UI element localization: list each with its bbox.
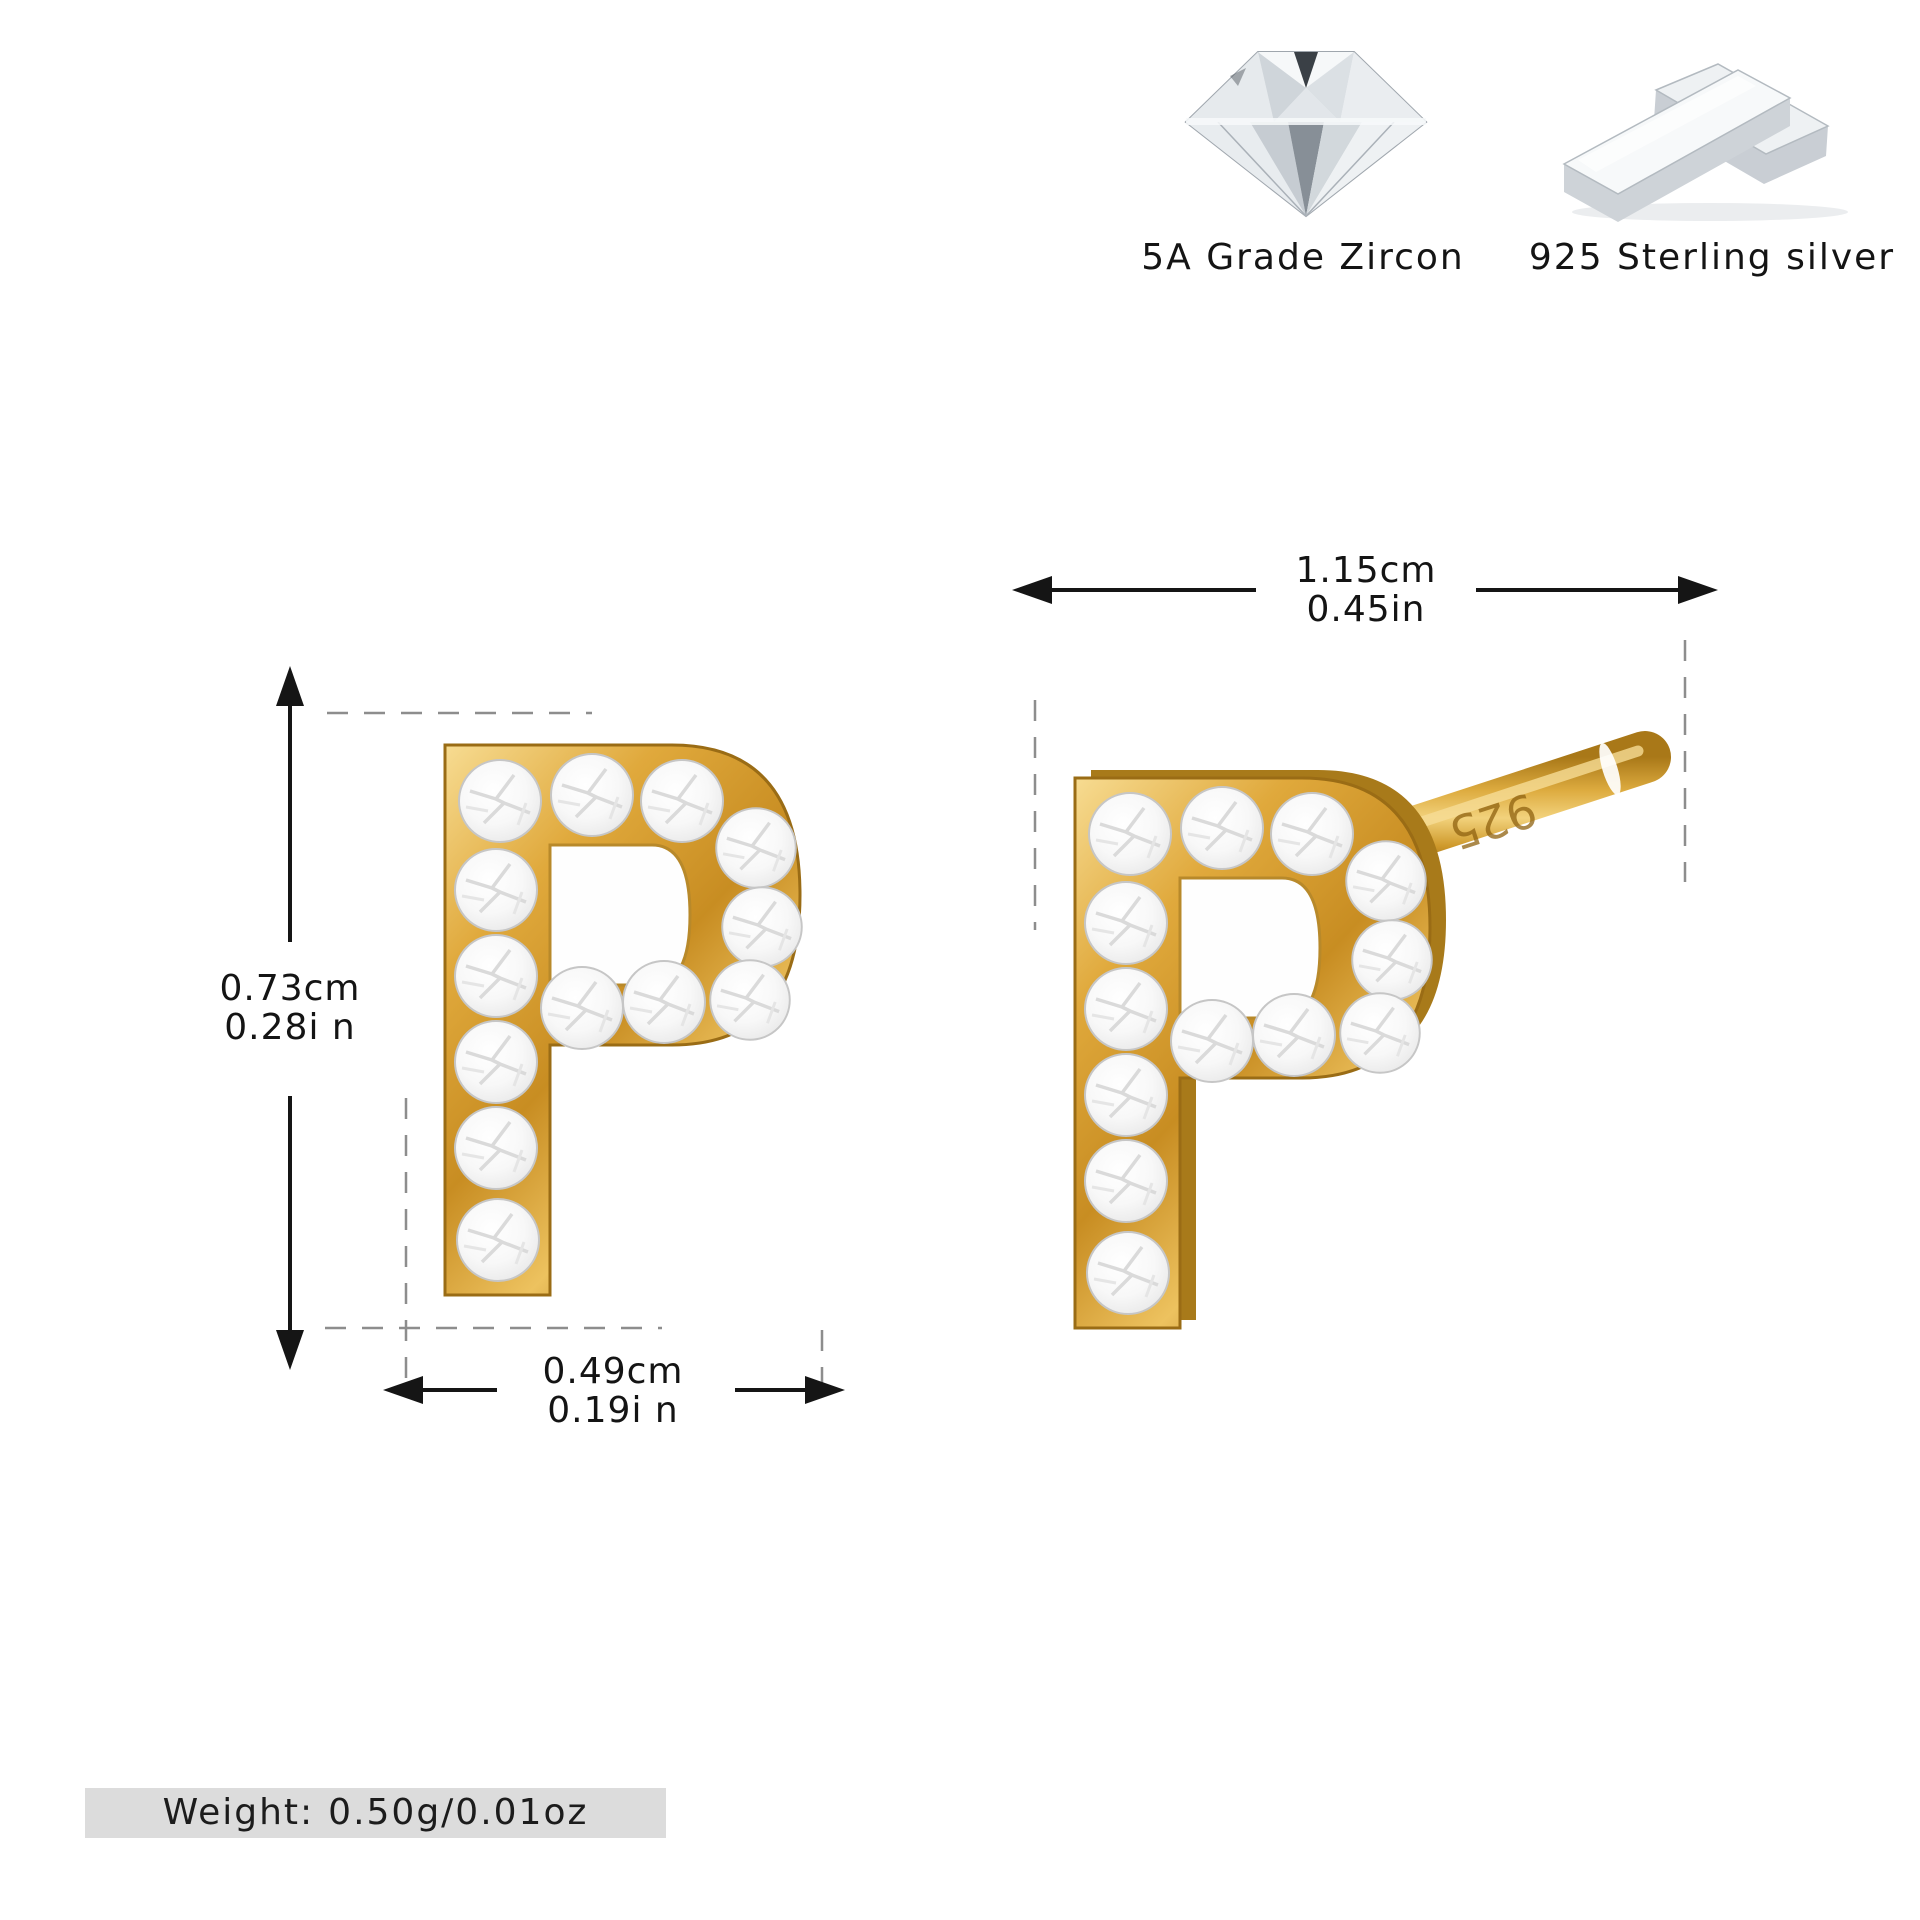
post-notch [1599, 743, 1621, 795]
height-dimension-label: 0.73cm 0.28i n [219, 969, 360, 1047]
weight-badge: Weight: 0.50g/0.01oz [85, 1788, 666, 1838]
material-label-zircon: 5A Grade Zircon [1141, 237, 1465, 278]
total-width-dimension-arrow [1012, 576, 1718, 604]
height-inch: 0.28i n [224, 1007, 356, 1048]
silver-bars-icon [1562, 63, 1848, 222]
height-cm: 0.73cm [219, 968, 361, 1009]
letter-width-dimension-arrow [383, 1376, 845, 1404]
total-width-cm: 1.15cm [1295, 550, 1437, 591]
letter-width-inch: 0.19i n [547, 1390, 679, 1431]
total-width-dimension-label: 1.15cm 0.45in [1295, 551, 1436, 629]
weight-value: 0.50g/0.01oz [328, 1792, 589, 1833]
total-width-inch: 0.45in [1306, 589, 1426, 630]
letter-width-dimension-label: 0.49cm 0.19i n [542, 1352, 683, 1430]
letter-width-cm: 0.49cm [542, 1351, 684, 1392]
earring-front-view [445, 745, 802, 1295]
weight-label: Weight: [162, 1792, 315, 1833]
zircon-diamond-icon [1184, 51, 1428, 218]
material-label-silver: 925 Sterling silver [1528, 237, 1896, 278]
height-dimension-arrow [276, 666, 304, 1370]
earring-side-view: 925 [1075, 731, 1671, 1328]
